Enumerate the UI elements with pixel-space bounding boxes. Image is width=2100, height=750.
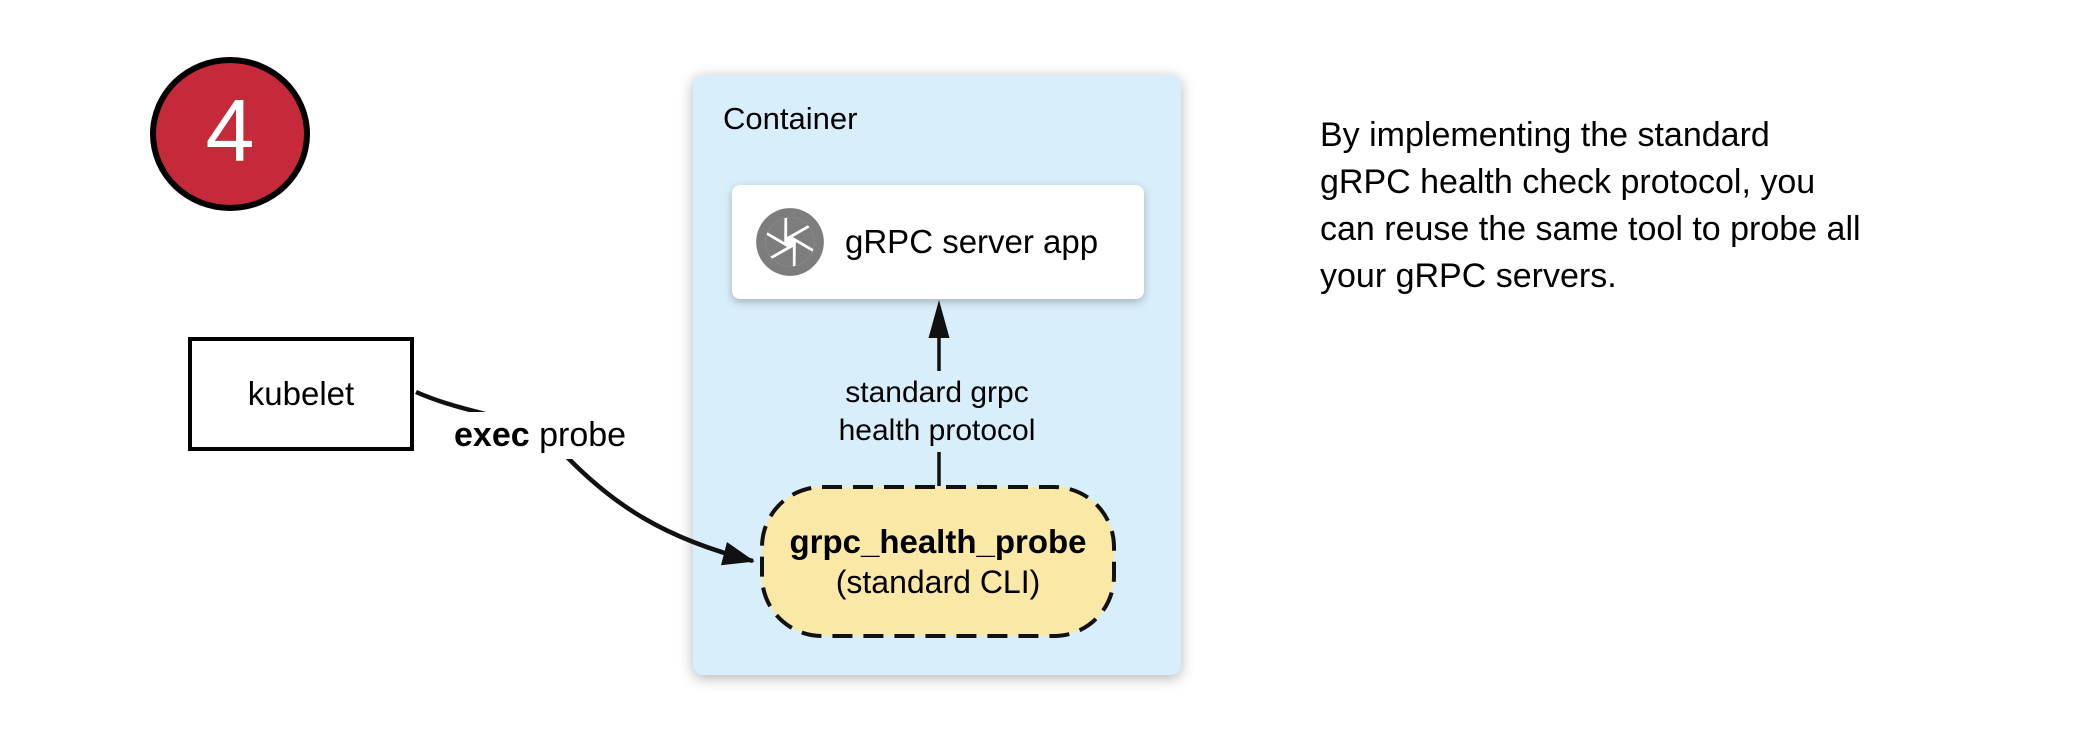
protocol-label: standard grpc health protocol [693, 374, 1181, 450]
note-line: your gRPC servers. [1320, 257, 1617, 295]
note-line: gRPC health check protocol, you [1320, 163, 1816, 201]
probe-title: grpc_health_probe [789, 522, 1087, 560]
container-label: Container [723, 101, 858, 136]
grpc-health-probe-text: grpc_health_probe (standard CLI) [760, 485, 1116, 638]
note-line: can reuse the same tool to probe all [1320, 210, 1861, 248]
exec-probe-label: exec probe [446, 412, 635, 459]
protocol-label-line1: standard grpc [845, 376, 1029, 409]
protocol-label-line2: health protocol [838, 414, 1036, 447]
note-line: By implementing the standard [1320, 116, 1770, 154]
kubelet-label: kubelet [247, 375, 355, 412]
exec-probe-label-bold: exec [454, 416, 530, 454]
aperture-icon [756, 208, 824, 276]
grpc-server-label: gRPC server app [845, 223, 1099, 260]
exec-probe-label-rest: probe [539, 416, 627, 454]
step-number: 4 [205, 81, 255, 180]
probe-subtitle: (standard CLI) [835, 563, 1041, 600]
note-text: By implementing the standard gRPC health… [1320, 112, 1920, 300]
kubelet-box: kubelet [188, 337, 414, 451]
step-badge: 4 [150, 57, 310, 211]
grpc-server-box: gRPC server app [732, 185, 1144, 299]
